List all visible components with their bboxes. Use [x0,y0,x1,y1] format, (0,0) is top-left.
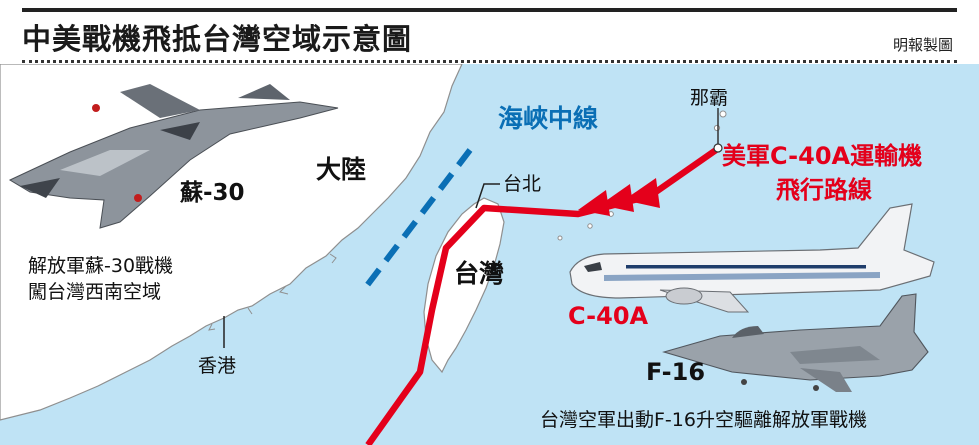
su30-name: 蘇-30 [179,180,245,206]
route-label-line1: 美軍C-40A運輸機 [722,142,922,170]
route-arrowhead [624,178,660,208]
taipei-label: 台北 [503,173,541,195]
header: 中美戰機飛抵台灣空域示意圖 明報製圖 [0,0,979,64]
route-arrowhead [578,190,610,216]
ryukyu-island [719,110,727,118]
su30-caption-line2: 闖台灣西南空域 [28,281,161,303]
median-line-label: 海峽中線 [498,104,598,133]
c40a-transport-plane-icon [569,203,935,313]
mainland-coast-detail [208,253,337,331]
f16-name: F-16 [646,358,705,386]
f16-caption: 台灣空軍出動F-16升空驅離解放軍戰機 [540,409,867,431]
top-rule [22,8,957,12]
dotted-divider [22,60,957,63]
taipei-pointer [475,183,500,209]
c40a-name: C-40A [568,302,649,330]
taiwan-label: 台灣 [454,259,504,288]
ryukyu-island [713,124,721,132]
route-label-line2: 飛行路線 [776,176,872,204]
route-arrowhead [600,184,634,212]
map-credit: 明報製圖 [892,36,953,54]
strait-map: 大陸 台灣 海峽中線 那霸 台北 香港 美軍C-40A運輸機 飛行路線 蘇-30… [0,64,979,445]
map-title: 中美戰機飛抵台灣空域示意圖 [22,22,413,56]
hong-kong-label: 香港 [198,355,236,377]
taiwan-island [423,197,505,374]
naha-label: 那霸 [690,87,728,109]
su30-caption-line1: 解放軍蘇-30戰機 [28,255,173,277]
f16-fighter-jet-icon [662,293,929,392]
naha-marker [713,143,723,153]
ryukyu-island [587,223,593,229]
su30-fighter-jet-icon [8,84,339,229]
mainland-label: 大陸 [316,155,366,184]
ryukyu-island [557,235,563,241]
